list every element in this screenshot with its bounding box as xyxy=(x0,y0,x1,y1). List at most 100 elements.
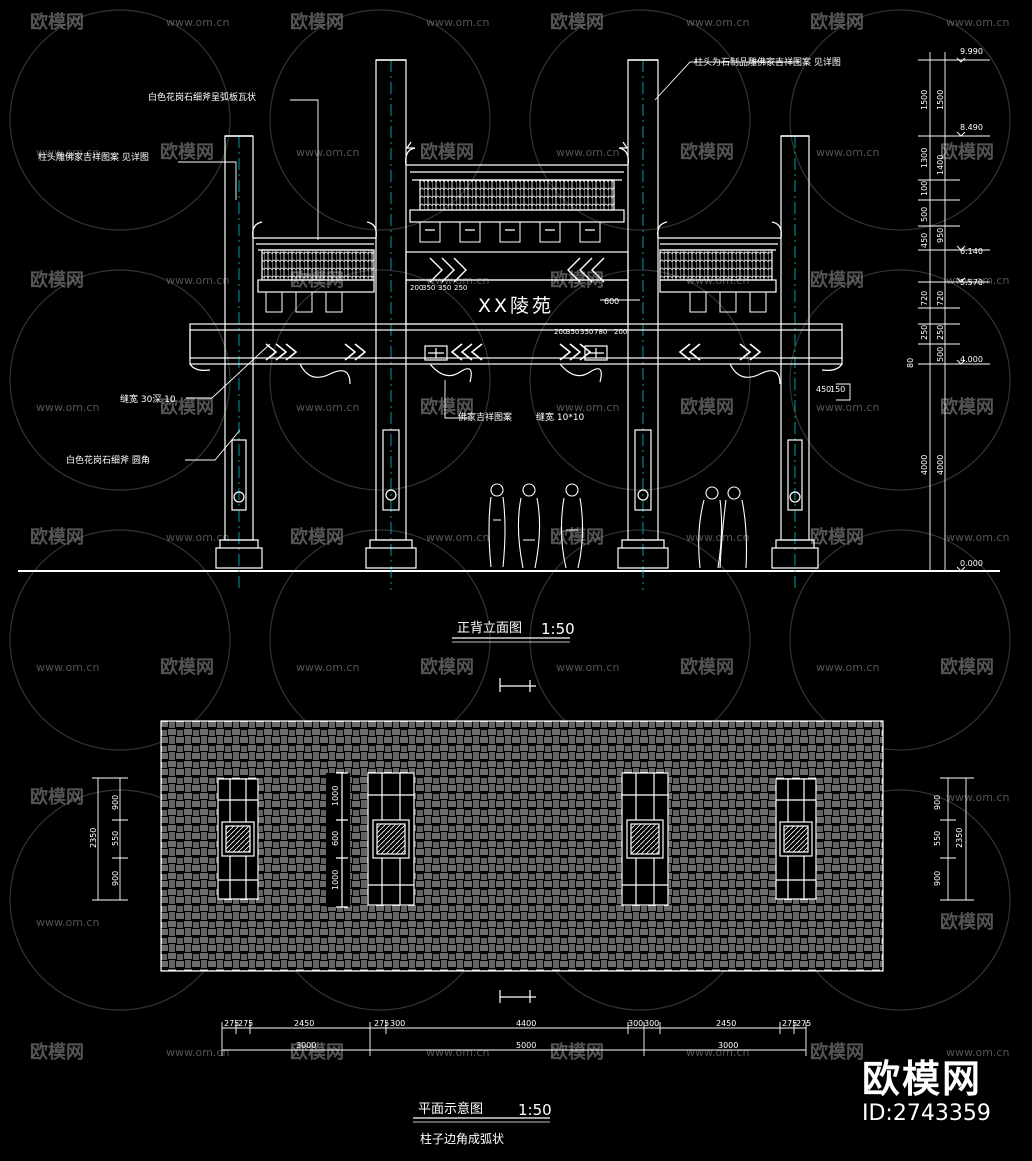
plan-inner-2: 1000 xyxy=(331,870,340,890)
people-silhouettes xyxy=(488,483,748,569)
dim-left-small2: 450 xyxy=(816,385,831,394)
elevation-labels: 白色花岗石细斧呈弧板瓦状 柱头雕佛家吉祥图案 见详图 柱头为石制品雕佛家吉祥图案… xyxy=(38,47,983,643)
plan-right-part-1: 550 xyxy=(933,831,942,846)
plan-b1-9: 275 xyxy=(782,1019,797,1028)
dim-inner-6: 4000 xyxy=(936,455,945,475)
brand-id: ID:2743359 xyxy=(862,1101,991,1126)
plan-left-part-2: 900 xyxy=(111,871,120,886)
label-groove2: 缝宽 10*10 xyxy=(536,411,585,423)
plan-inner-0: 1000 xyxy=(331,786,340,806)
watermark-url: www.om.cn xyxy=(816,146,879,159)
dim-outer-7: 80 xyxy=(906,358,915,368)
watermark-brand: 欧模网 xyxy=(160,396,214,418)
label-groove: 缝宽 30深 10 xyxy=(120,393,176,405)
watermark-brand: 欧模网 xyxy=(290,526,344,548)
watermark-url: www.om.cn xyxy=(296,401,359,414)
watermark-brand: 欧模网 xyxy=(160,141,214,163)
dim-small-3: 250 xyxy=(454,284,467,292)
watermark-url: www.om.cn xyxy=(166,16,229,29)
watermark-url: www.om.cn xyxy=(426,1046,489,1059)
dim-inner-2: 950 xyxy=(936,228,945,243)
watermark-brand: 欧模网 xyxy=(420,141,474,163)
plan-b1-1: 275 xyxy=(238,1019,253,1028)
dim-outer-5: 720 xyxy=(920,291,929,306)
watermark-url: www.om.cn xyxy=(556,401,619,414)
watermark-brand: 欧模网 xyxy=(940,911,994,933)
label-column-head-left: 柱头雕佛家吉祥图案 见详图 xyxy=(38,151,149,163)
label-column-top: 柱头为石制品雕佛家吉祥图案 见详图 xyxy=(694,56,841,68)
short-column-right xyxy=(771,135,819,590)
watermark-url: www.om.cn xyxy=(36,661,99,674)
right-dimension-chain xyxy=(918,52,990,572)
watermark-url: www.om.cn xyxy=(946,1046,1009,1059)
watermark-brand: 欧模网 xyxy=(30,11,84,33)
elevation-title: 正背立面图 xyxy=(457,621,522,636)
watermark-url: www.om.cn xyxy=(36,401,99,414)
watermark-brand: 欧模网 xyxy=(420,396,474,418)
watermark-url: www.om.cn xyxy=(166,531,229,544)
watermark-url: www.om.cn xyxy=(946,274,1009,287)
level-3: 5.570 xyxy=(960,278,983,287)
plan-b1-7: 300 xyxy=(644,1019,659,1028)
watermark-url: www.om.cn xyxy=(166,274,229,287)
watermark-url: www.om.cn xyxy=(946,791,1009,804)
plan-columns xyxy=(217,772,817,908)
plan-b1-10: 275 xyxy=(796,1019,811,1028)
watermark-brand: 欧模网 xyxy=(550,1041,604,1063)
plan-title: 平面示意图 xyxy=(418,1101,483,1117)
brand-logo: 欧模网 xyxy=(862,1057,983,1101)
label-auspicious: 佛家吉祥图案 xyxy=(458,411,512,423)
plan-b2-0: 3000 xyxy=(296,1041,316,1050)
dim-small-0: 200 xyxy=(410,284,423,292)
right-roof xyxy=(657,221,782,313)
label-stone-fine: 白色花岗石细斧 圆角 xyxy=(66,454,150,466)
plan-scale: 1:50 xyxy=(518,1101,552,1119)
watermark-brand: 欧模网 xyxy=(290,11,344,33)
dim-inner-0: 1500 xyxy=(936,90,945,110)
left-roof xyxy=(252,221,377,313)
watermark-url: www.om.cn xyxy=(686,16,749,29)
elevation-drawing xyxy=(18,52,1000,590)
dim-small-6: 350 xyxy=(566,328,579,336)
elevation-scale: 1:50 xyxy=(541,620,575,638)
dim-outer-3: 500 xyxy=(920,207,929,222)
plan-b1-0: 275 xyxy=(224,1019,239,1028)
watermark-brand: 欧模网 xyxy=(30,1041,84,1063)
plan-b2-2: 3000 xyxy=(718,1041,738,1050)
watermark-brand: 欧模网 xyxy=(940,141,994,163)
dim-small-5: 200 xyxy=(554,328,567,336)
watermark-brand: 欧模网 xyxy=(940,656,994,678)
plan-right-total: 2350 xyxy=(955,828,964,848)
dim-outer-1: 1300 xyxy=(920,148,929,168)
dim-lower-inner: 4000 xyxy=(920,455,929,475)
plan-b1-3: 275 xyxy=(374,1019,389,1028)
tall-column-left xyxy=(365,59,417,590)
watermark-url: www.om.cn xyxy=(36,916,99,929)
watermark-brand: 欧模网 xyxy=(810,1041,864,1063)
watermark-url: www.om.cn xyxy=(296,661,359,674)
dim-inner-1: 1400 xyxy=(936,155,945,175)
center-roof xyxy=(405,141,629,243)
plan-column-3 xyxy=(621,772,669,906)
watermark-url: www.om.cn xyxy=(686,1046,749,1059)
section-mark-top xyxy=(499,678,536,692)
level-5: 0.000 xyxy=(960,559,983,568)
plan-inner-1: 600 xyxy=(331,831,340,846)
plan-dimensions: 2350 900 550 900 2350 900 550 900 1000 6… xyxy=(89,786,964,1050)
dim-outer-2: 100 xyxy=(920,181,929,196)
watermark-url: www.om.cn xyxy=(686,531,749,544)
watermark-brand: 欧模网 xyxy=(680,396,734,418)
plan-b1-8: 2450 xyxy=(716,1019,736,1028)
watermark-brand: 欧模网 xyxy=(290,1041,344,1063)
plan-left-part-1: 550 xyxy=(111,831,120,846)
plan-drawing: 2350 900 550 900 2350 900 550 900 1000 6… xyxy=(89,678,974,1146)
watermark-url: www.om.cn xyxy=(296,146,359,159)
label-stone-railing-top: 白色花岗石细斧呈弧板瓦状 xyxy=(148,91,256,103)
watermark-url: www.om.cn xyxy=(36,146,99,159)
plan-left-part-0: 900 xyxy=(111,795,120,810)
watermark-url: www.om.cn xyxy=(556,661,619,674)
watermark-brand: 欧模网 xyxy=(810,11,864,33)
plan-column-1 xyxy=(217,778,259,900)
watermark-url: www.om.cn xyxy=(946,16,1009,29)
dim-outer-6: 250 xyxy=(920,325,929,340)
